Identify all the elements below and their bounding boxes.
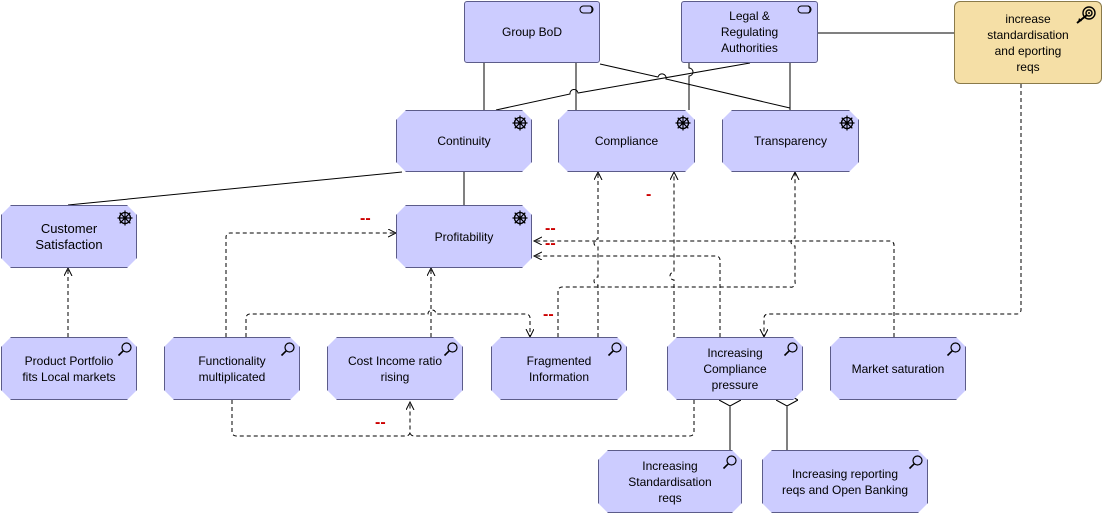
magnifier-icon [607,341,623,357]
magnifier-icon [908,454,924,470]
magnifier-icon [946,341,962,357]
driver-customer-satisfaction-label: Customer Satisfaction [35,220,103,252]
influence-inccompliance-profitability [534,256,721,337]
driver-compliance[interactable]: Compliance [558,110,695,172]
assessment-fragmented-information-label: Fragmented Information [526,353,592,384]
assessment-product-portfolio[interactable]: Product Portfolio fits Local markets [1,337,137,400]
influence-inccompliance-compliance [669,172,674,337]
stakeholder-legal-regulating[interactable]: Legal & Regulating Authorities [681,1,818,63]
assessment-increasing-standardisation-reqs-label: Increasing Standardisation reqs [628,458,712,505]
driver-wheel-icon [512,210,528,226]
influence-mark-profitability-right-top: -- [545,220,556,237]
assessment-cost-income-ratio-label: Cost Income ratio rising [347,353,443,384]
driver-profitability-label: Profitability [434,229,494,244]
driver-continuity-label: Continuity [437,134,491,148]
goal-increase-standardisation-label: increase standardisation and eporting re… [987,11,1069,74]
driver-wheel-icon [117,210,133,226]
goal-increase-standardisation[interactable]: increase standardisation and eporting re… [954,1,1102,84]
assessment-functionality-multiplicated-label: Functionality multiplicated [198,353,266,384]
influence-marketsat-profitability [534,241,895,337]
influence-marks: -- -- -- - -- -- [360,186,651,431]
magnifier-icon [117,341,133,357]
magnifier-icon [783,341,799,357]
driver-wheel-icon [839,115,855,131]
assessment-product-portfolio-label: Product Portfolio fits Local markets [22,353,116,384]
influence-lines [68,84,1022,437]
assoc-continuity-customer [67,171,403,206]
influence-mark-compliance-below: - [646,186,651,203]
driver-transparency[interactable]: Transparency [722,110,859,172]
influence-mark-profitability-left: -- [360,210,371,227]
driver-profitability[interactable]: Profitability [396,205,532,268]
influence-functionality-profitability [225,233,396,337]
influence-functionality-fragmented [245,309,530,337]
driver-wheel-icon [675,115,691,131]
assessment-functionality-multiplicated[interactable]: Functionality multiplicated [164,337,300,400]
assessment-increasing-reporting-reqs[interactable]: Increasing reporting reqs and Open Banki… [762,450,928,513]
driver-transparency-label: Transparency [754,134,827,148]
cylinder-icon [797,5,812,14]
influence-mark-profitability-right-bottom: -- [545,235,556,252]
influence-mark-fragmented: -- [543,306,554,323]
magnifier-icon [443,341,459,357]
assoc-legal-continuity [495,62,751,111]
assessment-cost-income-ratio[interactable]: Cost Income ratio rising [327,337,463,400]
assessment-market-saturation-label: Market saturation [851,361,945,376]
influence-fragmented-transparency [557,172,795,337]
assessment-market-saturation[interactable]: Market saturation [830,337,966,400]
assessment-increasing-reporting-reqs-label: Increasing reporting reqs and Open Banki… [781,466,909,497]
driver-customer-satisfaction[interactable]: Customer Satisfaction [1,205,137,268]
magnifier-icon [280,341,296,357]
driver-wheel-icon [512,115,528,131]
cylinder-icon [579,5,594,14]
influence-mark-costincome-bottom: -- [375,414,386,431]
magnifier-icon [722,454,738,470]
assoc-legal-compliance [688,63,694,110]
driver-compliance-label: Compliance [594,134,659,148]
driver-continuity[interactable]: Continuity [396,110,532,172]
influence-inccompliance-costincome [409,400,695,437]
influence-goal-inccompliance [764,84,1022,337]
stakeholder-group-bod[interactable]: Group BoD [464,1,600,63]
stakeholder-group-bod-label: Group BoD [501,25,563,39]
assessment-increasing-compliance-pressure-label: Increasing Compliance pressure [703,345,767,392]
aggregation-lines [730,400,787,450]
association-lines [67,32,954,206]
influence-fragmented-compliance [593,172,598,337]
influence-functionality-costincome [231,400,410,437]
assoc-groupbod-transparency [599,63,791,109]
target-icon [1076,6,1096,24]
assessment-increasing-standardisation-reqs[interactable]: Increasing Standardisation reqs [598,450,742,513]
stakeholder-legal-regulating-label: Legal & Regulating Authorities [720,9,779,55]
assessment-increasing-compliance-pressure[interactable]: Increasing Compliance pressure [667,337,803,400]
assessment-fragmented-information[interactable]: Fragmented Information [491,337,627,400]
